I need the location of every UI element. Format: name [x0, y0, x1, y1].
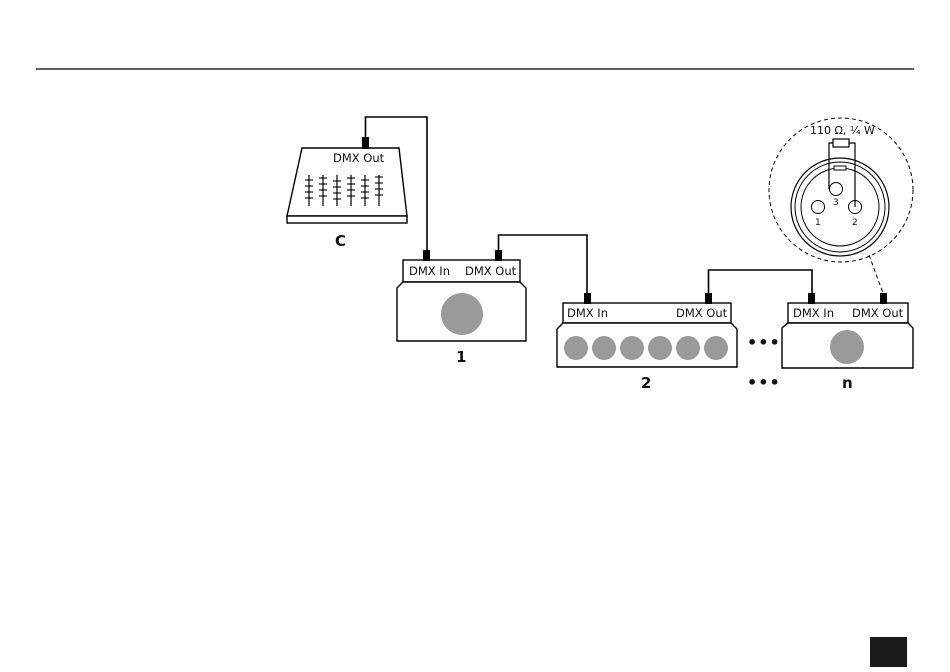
device2-lamp-4 [648, 336, 672, 360]
device1-dmx-out-plug [495, 250, 502, 261]
device-n: DMX In DMX Out n [782, 293, 913, 392]
device2-dmx-in-plug [584, 293, 591, 304]
device1-dmx-in-plug [423, 250, 430, 261]
xlr-pin-1 [812, 201, 825, 214]
xlr-pin-3 [830, 183, 843, 196]
xlr-pin-3-label: 3 [833, 198, 839, 208]
device1-dmx-in-label: DMX In [409, 264, 450, 278]
device-1: DMX In DMX Out 1 [397, 250, 526, 366]
controller-dmx-out-plug [362, 137, 369, 149]
deviceN-dmx-out-plug [880, 293, 887, 304]
xlr-key-notch [834, 166, 846, 170]
cable-device2-to-deviceN [709, 270, 813, 293]
device2-lamp-3 [620, 336, 644, 360]
device-2: DMX In DMX Out 2 [557, 293, 737, 392]
xlr-pin-1-label: 1 [815, 218, 821, 228]
device2-lamp-1 [564, 336, 588, 360]
controller-dmx-out-label: DMX Out [333, 151, 385, 165]
terminator-detail: 1 2 3 110 Ω, ¼ W [769, 118, 913, 262]
xlr-ring-2 [795, 162, 885, 252]
device2-caption: 2 [641, 374, 651, 392]
device2-dmx-out-plug [705, 293, 712, 304]
resistor-spec-label: 110 Ω, ¼ W [810, 124, 875, 137]
device2-lamp-5 [676, 336, 700, 360]
page-marker [870, 637, 907, 667]
deviceN-dmx-in-plug [808, 293, 815, 304]
deviceN-lamp [830, 330, 864, 364]
ellipsis-bottom: ••• [747, 373, 781, 392]
device2-lamp-2 [592, 336, 616, 360]
controller: DMX Out C [287, 137, 407, 250]
device1-lamp [441, 293, 483, 335]
deviceN-dmx-in-label: DMX In [793, 306, 834, 320]
device1-dmx-out-label: DMX Out [465, 264, 517, 278]
ellipsis-top: ••• [747, 333, 781, 352]
resistor-icon [833, 139, 849, 147]
device2-lamp-6 [704, 336, 728, 360]
xlr-outer-ring [791, 158, 889, 256]
terminator-leader [869, 255, 883, 293]
controller-caption: C [335, 232, 346, 250]
xlr-pin-2-label: 2 [852, 218, 858, 228]
deviceN-dmx-out-label: DMX Out [852, 306, 904, 320]
deviceN-caption: n [842, 374, 853, 392]
device2-dmx-in-label: DMX In [567, 306, 608, 320]
device2-dmx-out-label: DMX Out [676, 306, 728, 320]
device1-caption: 1 [456, 348, 466, 366]
